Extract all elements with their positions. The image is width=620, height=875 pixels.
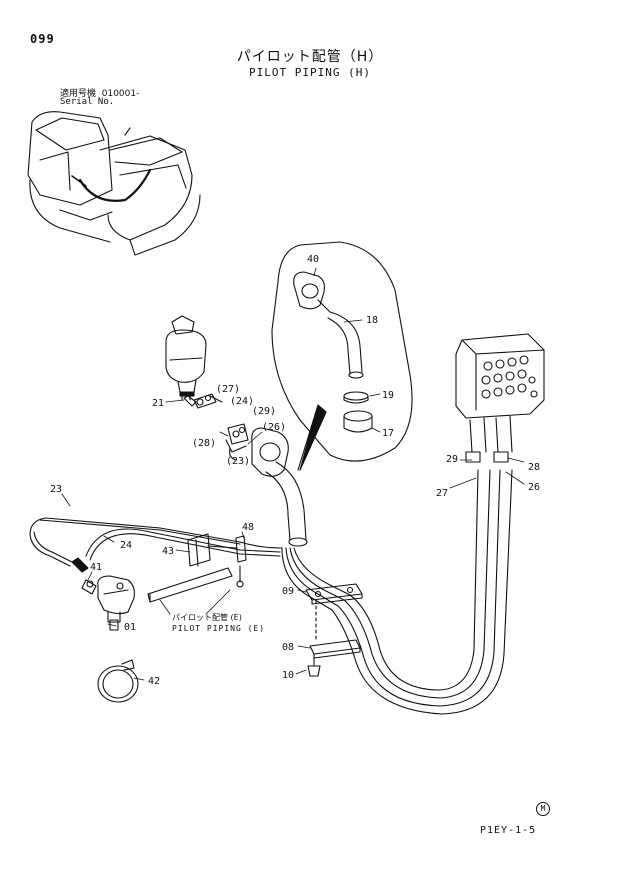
detail-balloon bbox=[271, 241, 413, 471]
callout-labels: 40 18 19 17 21 (27) (24) (29) (26) (28) … bbox=[50, 254, 540, 687]
callout-48: 48 bbox=[242, 522, 254, 533]
control-valve-block-icon bbox=[455, 333, 545, 463]
callout-21: 21 bbox=[152, 398, 164, 409]
callout-01: 01 bbox=[124, 622, 136, 633]
callout-40: 40 bbox=[307, 254, 319, 265]
callout-43: 43 bbox=[162, 546, 174, 557]
serial-label-en: Serial No. bbox=[60, 97, 115, 107]
serial-label-jp: 適用号機 010001- bbox=[60, 86, 139, 99]
callout-09: 09 bbox=[282, 586, 294, 597]
callout-27: 27 bbox=[436, 488, 448, 499]
callout-24-paren: (24) bbox=[230, 396, 254, 407]
callout-29: 29 bbox=[446, 454, 458, 465]
floor-grommet-icon bbox=[251, 427, 289, 477]
serial-value: 010001- bbox=[101, 89, 140, 99]
long-hoses bbox=[29, 517, 283, 573]
callout-26: 26 bbox=[528, 482, 540, 493]
m-mark-icon: M bbox=[536, 802, 550, 816]
callout-28-paren: (28) bbox=[192, 438, 216, 449]
serial-label-jp-text: 適用号機 bbox=[60, 89, 97, 99]
callout-42: 42 bbox=[148, 676, 160, 687]
reference-en: PILOT PIPING (E) bbox=[172, 624, 266, 633]
fitting-cluster-icon bbox=[183, 393, 249, 461]
bolt-icon bbox=[307, 599, 321, 677]
callout-23: 23 bbox=[50, 484, 62, 495]
callout-26-paren: (26) bbox=[262, 422, 286, 433]
callout-29-paren: (29) bbox=[252, 406, 276, 417]
clamp-plate-upper-icon bbox=[305, 583, 363, 605]
callout-27-paren: (27) bbox=[216, 384, 240, 395]
callout-19: 19 bbox=[382, 390, 394, 401]
lower-pilot-valve-icon bbox=[81, 575, 135, 631]
callout-17: 17 bbox=[382, 428, 394, 439]
callout-41: 41 bbox=[90, 562, 102, 573]
document-code: P1EY-1-5 bbox=[480, 825, 537, 836]
clamp-plate-lower-icon bbox=[309, 639, 361, 659]
title-japanese: パイロット配管（H） bbox=[236, 49, 384, 65]
pilot-valve-icon bbox=[165, 315, 207, 401]
title-english: PILOT PIPING (H) bbox=[249, 66, 371, 79]
reference-jp: パイロット配管 (E) bbox=[172, 613, 242, 622]
leader-lines bbox=[61, 267, 525, 681]
callout-10: 10 bbox=[282, 670, 294, 681]
bracket-icon bbox=[147, 533, 247, 603]
cab-overview-icon bbox=[27, 111, 201, 256]
callout-28: 28 bbox=[528, 462, 540, 473]
elbow-hose-icon bbox=[265, 461, 308, 547]
hose-clamp-icon bbox=[97, 659, 139, 703]
callout-23-paren: (23) bbox=[226, 456, 250, 467]
callout-24: 24 bbox=[120, 540, 132, 551]
page-number: 099 bbox=[30, 32, 55, 46]
callout-18: 18 bbox=[366, 315, 378, 326]
callout-08: 08 bbox=[282, 642, 294, 653]
